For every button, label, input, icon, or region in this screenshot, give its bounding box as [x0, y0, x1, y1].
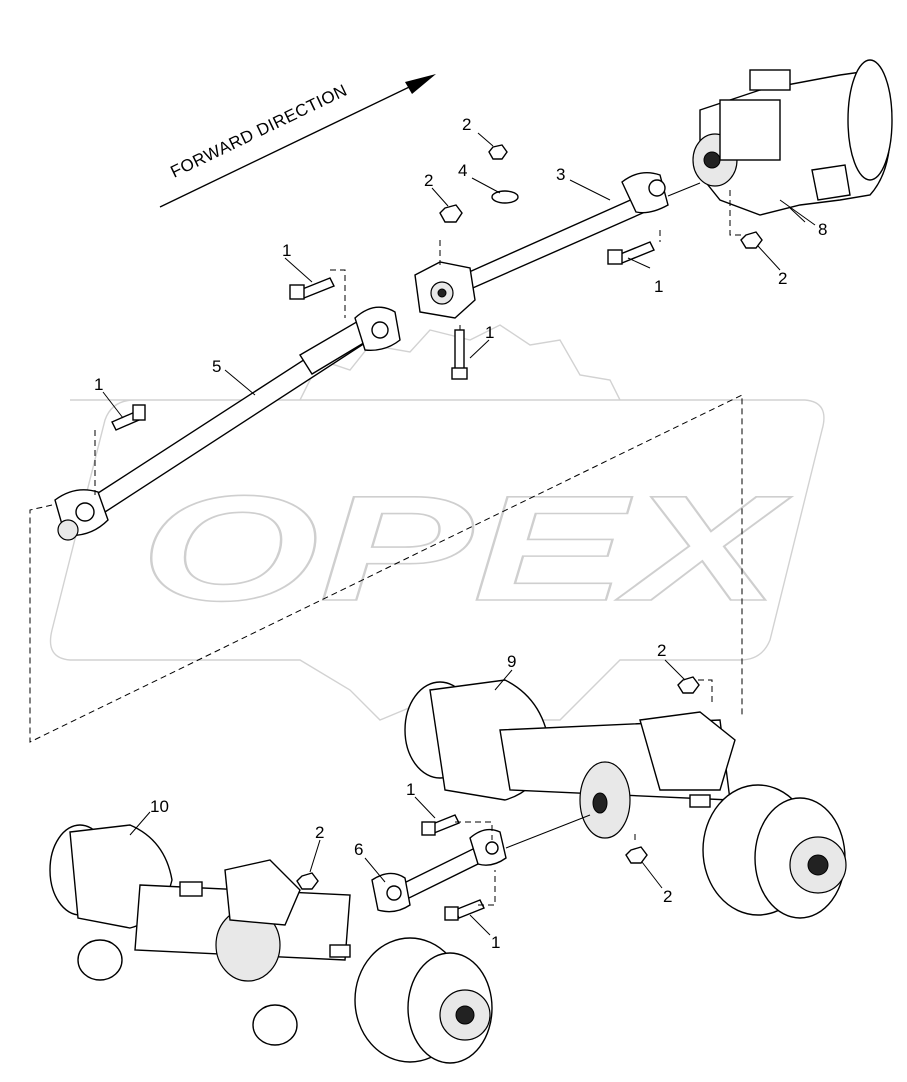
- transmission-part-8: [692, 59, 893, 226]
- callout-10: 10: [150, 797, 169, 816]
- nut-part-2-axle: [625, 846, 648, 864]
- callout-3: 3: [556, 165, 565, 184]
- watermark-text: OPEX: [140, 464, 792, 632]
- direction-label: FORWARD DIRECTION: [167, 81, 350, 182]
- direction-arrow-line: [159, 77, 429, 208]
- nut-part-2-top: [488, 144, 508, 160]
- forward-direction-indicator: FORWARD DIRECTION: [159, 74, 436, 208]
- callout-2-trans: 2: [778, 269, 787, 288]
- watermark-logo: OPEX: [49, 324, 825, 721]
- nut-part-2-rear: [677, 676, 700, 694]
- rear-axle-part-9: [404, 679, 847, 919]
- callout-1-center: 1: [485, 323, 494, 342]
- driveshaft-part-6: [371, 814, 591, 913]
- direction-arrow-head: [405, 74, 436, 94]
- callout-4: 4: [458, 161, 467, 180]
- nut-part-2-front: [296, 872, 319, 890]
- callout-1-bracket: 1: [654, 277, 663, 296]
- nut-part-2-trans: [740, 231, 763, 249]
- bolt-part-1-bottom: [444, 899, 485, 921]
- bolt-part-1-top: [289, 277, 335, 300]
- callout-1-bottom: 1: [491, 933, 500, 952]
- callout-1-top: 1: [282, 241, 291, 260]
- callout-2-front: 2: [315, 823, 324, 842]
- callout-2-left: 2: [424, 171, 433, 190]
- callout-8: 8: [818, 220, 827, 239]
- assembly-dashed-lines: [29, 190, 745, 906]
- nut-part-2-left: [439, 204, 463, 223]
- driveshaft-part-3: [438, 172, 701, 299]
- bolt-part-1-bracket: [607, 241, 655, 265]
- callout-6: 6: [354, 840, 363, 859]
- callout-1-lower: 1: [406, 780, 415, 799]
- callout-9: 9: [507, 652, 516, 671]
- leader-lines: [102, 132, 806, 936]
- front-axle-part-10: [49, 824, 493, 1064]
- callout-1-left: 1: [94, 375, 103, 394]
- bolt-part-1-lower: [421, 814, 460, 836]
- callout-labels: 2 4 3 2 1 1 1 5 1 8 2 9 2 10 1 2 6 1 2: [94, 115, 827, 952]
- center-bearing-bracket: [414, 261, 476, 319]
- callout-2-rear: 2: [657, 641, 666, 660]
- watermark-gear-teeth: [299, 324, 621, 401]
- bolt-part-1-left: [111, 404, 146, 431]
- callout-5: 5: [212, 357, 221, 376]
- bolt-part-1-center: [451, 329, 468, 380]
- driveshaft-part-5: [54, 306, 401, 541]
- callout-2-axle: 2: [663, 887, 672, 906]
- washer-part-4: [491, 190, 519, 204]
- callout-2-top: 2: [462, 115, 471, 134]
